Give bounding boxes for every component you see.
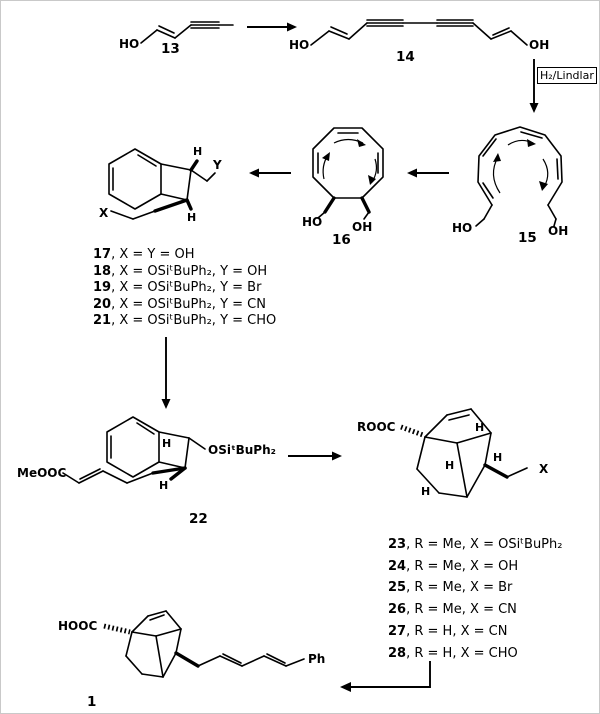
bonds — [312, 127, 384, 220]
compound-16-structure: HO OH — [302, 127, 384, 234]
compound-14-structure: HO OH — [289, 19, 549, 52]
compound-number: 25 — [388, 580, 407, 596]
substituent-definition: , R = Me, X = OSiᵗBuPh₂ — [406, 537, 563, 552]
bonds — [140, 21, 234, 44]
substituent-definition: , X = OSiᵗBuPh₂, Y = CN — [111, 296, 266, 312]
stereo-h1-label: H — [475, 421, 484, 434]
compound-number-14: 14 — [396, 49, 415, 65]
bonds — [62, 416, 206, 484]
compound-number: 21 — [93, 313, 112, 328]
compound-15-structure: HO OH — [452, 126, 568, 238]
bonds — [400, 408, 528, 498]
compound-13-structure: HO — [119, 21, 234, 51]
reaction-arrow-16-to-17 — [249, 168, 291, 178]
compound-number: 18 — [93, 263, 112, 279]
reaction-arrow-22-to-23 — [288, 451, 342, 461]
oh-label: OH — [352, 220, 372, 234]
reagent-label-h2-lindlar: H₂/Lindlar — [537, 67, 597, 84]
compound-number-15: 15 — [518, 230, 537, 246]
compound-22-structure: H OSiᵗBuPh₂ H MeOOC — [17, 416, 276, 492]
compound-number-1: 1 — [87, 694, 97, 710]
substituent-definition: , X = OSiᵗBuPh₂, Y = OH — [111, 263, 268, 279]
stereo-h-bottom-label: H — [187, 211, 196, 224]
compound-number: 17 — [93, 247, 112, 262]
ho-label: HO — [119, 37, 139, 51]
compound-number: 19 — [93, 280, 112, 295]
variant-line: 23, R = Me, X = OSiᵗBuPh₂ — [388, 534, 562, 556]
substituent-definition: , X = Y = OH — [111, 247, 195, 262]
variant-line: 27, R = H, X = CN — [388, 621, 562, 643]
substituent-definition: , X = OSiᵗBuPh₂, Y = Br — [111, 280, 262, 295]
stereo-h4-label: H — [421, 485, 430, 498]
compound-number: 23 — [388, 537, 407, 552]
substituent-definition: , R = Me, X = CN — [406, 602, 517, 618]
stereo-h-top-label: H — [162, 437, 171, 450]
bonds — [108, 148, 216, 220]
bonds — [310, 19, 528, 46]
bonds — [475, 126, 563, 227]
reaction-arrow-13-to-14 — [247, 22, 297, 32]
substituent-y-label: Y — [212, 158, 222, 172]
bonds — [103, 610, 305, 678]
substituent-definition: , X = OSiᵗBuPh₂, Y = CHO — [111, 313, 277, 328]
variant-line: 19, X = OSiᵗBuPh₂, Y = Br — [93, 280, 276, 297]
substituent-x-label: X — [539, 462, 549, 476]
reaction-arrow-21-to-22 — [161, 337, 171, 409]
reaction-arrow-28-to-1 — [340, 661, 431, 692]
methyl-ester-label: MeOOC — [17, 466, 66, 480]
silyl-ether-label: OSiᵗBuPh₂ — [208, 443, 276, 457]
stereo-h3-label: H — [445, 459, 454, 472]
ho-label: HO — [302, 215, 322, 229]
substituent-definition: , R = H, X = CN — [406, 623, 508, 639]
compound-number: 26 — [388, 602, 407, 618]
variant-line: 28, R = H, X = CHO — [388, 643, 562, 665]
compound-number-16: 16 — [332, 232, 351, 248]
compound-number: 24 — [388, 558, 407, 574]
carboxylic-acid-label: HOOC — [58, 619, 97, 633]
compound-number-22: 22 — [189, 511, 208, 527]
variant-line: 25, R = Me, X = Br — [388, 577, 562, 599]
electrocyclization-arrows — [492, 139, 549, 194]
reaction-arrow-14-to-15 — [529, 59, 539, 113]
variant-line: 26, R = Me, X = CN — [388, 599, 562, 621]
electrocyclization-arrows — [322, 138, 378, 185]
variant-line: 24, R = Me, X = OH — [388, 556, 562, 578]
oh-label: OH — [529, 38, 549, 52]
substituent-definition: , R = Me, X = OH — [406, 558, 519, 574]
substituent-x-label: X — [99, 206, 109, 220]
compound-number: 20 — [93, 296, 112, 312]
substituent-definition: , R = Me, X = Br — [406, 580, 513, 596]
variant-line: 18, X = OSiᵗBuPh₂, Y = OH — [93, 264, 276, 281]
ho-label: HO — [289, 38, 309, 52]
variant-line: 20, X = OSiᵗBuPh₂, Y = CN — [93, 297, 276, 314]
variant-list-23-28: 23, R = Me, X = OSiᵗBuPh₂ 24, R = Me, X … — [388, 534, 562, 664]
compound-number-13: 13 — [161, 41, 180, 57]
variant-list-17-21: 17, X = Y = OH 18, X = OSiᵗBuPh₂, Y = OH… — [93, 247, 276, 330]
stereo-h-bottom-label: H — [159, 479, 168, 492]
reaction-arrow-15-to-16 — [407, 168, 449, 178]
compound-number: 27 — [388, 623, 407, 639]
oh-label: OH — [548, 224, 568, 238]
variant-line: 17, X = Y = OH — [93, 247, 276, 264]
compound-number: 28 — [388, 645, 407, 661]
phenyl-label: Ph — [308, 652, 325, 666]
variant-line: 21, X = OSiᵗBuPh₂, Y = CHO — [93, 313, 276, 330]
ester-rooc-label: ROOC — [357, 420, 396, 434]
compound-23-structure: ROOC H H H H X — [357, 408, 549, 498]
substituent-definition: , R = H, X = CHO — [406, 645, 518, 661]
stereo-h-top-label: H — [193, 145, 202, 158]
ho-label: HO — [452, 221, 472, 235]
stereo-h2-label: H — [493, 451, 502, 464]
compound-17-structure: H Y H X — [99, 145, 222, 224]
compound-1-structure: HOOC Ph — [58, 610, 325, 678]
